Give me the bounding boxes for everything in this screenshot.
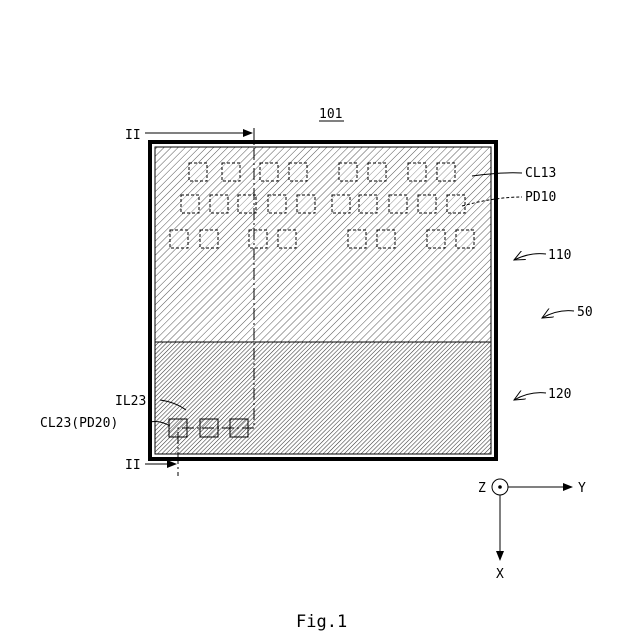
pixel-square [348, 230, 366, 248]
figure-caption: Fig.1 [296, 612, 347, 632]
label-cl13: CL13 [525, 166, 556, 181]
pixel-square [418, 195, 436, 213]
pixel-square [289, 163, 307, 181]
z-axis-dot [498, 485, 502, 489]
cl23-cells [169, 419, 248, 437]
label-120: 120 [548, 387, 571, 402]
figure-ref-number: 101 [319, 107, 342, 122]
cl23-cell-1 [169, 419, 187, 437]
section-label-top: II [125, 128, 141, 143]
pixel-square [339, 163, 357, 181]
pixel-square [249, 230, 267, 248]
axis-label-y: Y [578, 481, 586, 496]
pixel-square [260, 163, 278, 181]
cl23-cell-3 [230, 419, 248, 437]
pixel-square [368, 163, 386, 181]
label-50: 50 [577, 305, 593, 320]
pixel-square [222, 163, 240, 181]
section-label-bottom: II [125, 458, 141, 473]
label-110: 110 [548, 248, 571, 263]
leader-50 [542, 311, 574, 318]
label-il23: IL23 [115, 394, 146, 409]
label-cl23: CL23(PD20) [40, 416, 118, 431]
pixel-square [200, 230, 218, 248]
pixel-square [389, 195, 407, 213]
pixel-square [181, 195, 199, 213]
pixel-square [427, 230, 445, 248]
pixel-square [377, 230, 395, 248]
pixel-square [268, 195, 286, 213]
label-pd10: PD10 [525, 190, 556, 205]
pixel-square [297, 195, 315, 213]
axis-label-z: Z [478, 481, 486, 496]
pixel-square [189, 163, 207, 181]
pixel-square [456, 230, 474, 248]
pixel-square [332, 195, 350, 213]
pixel-square [278, 230, 296, 248]
leader-120 [514, 393, 546, 400]
cl23-cell-2 [200, 419, 218, 437]
axis-label-x: X [496, 567, 504, 582]
pixel-square [238, 195, 256, 213]
pixel-square [359, 195, 377, 213]
coordinate-axes: Z Y X [478, 479, 586, 582]
pixel-square [170, 230, 188, 248]
leader-110 [514, 254, 546, 260]
pixel-square [447, 195, 465, 213]
pixel-square [408, 163, 426, 181]
pixel-square [437, 163, 455, 181]
pixel-square [210, 195, 228, 213]
